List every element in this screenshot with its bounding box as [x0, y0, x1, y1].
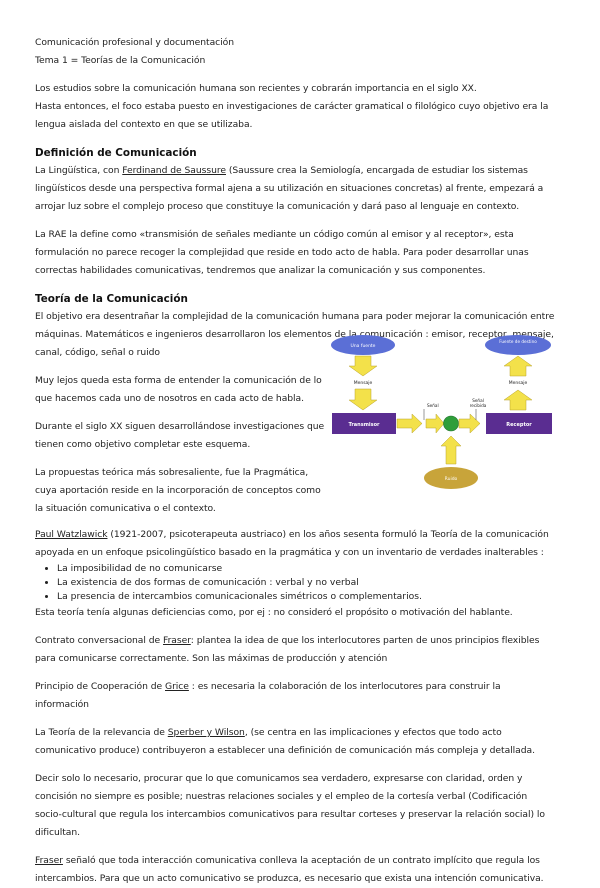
intro-line-2: Hasta entonces, el foco estaba puesto en… — [35, 101, 549, 130]
watzlawick-link[interactable]: Paul Watzlawick — [35, 529, 108, 540]
truths-list: La imposibilidad de no comunicarse La ex… — [35, 562, 555, 604]
arrow-right-icon — [458, 413, 481, 434]
list-item: La imposibilidad de no comunicarse — [57, 562, 555, 576]
fraser-post: : plantea la idea de que los interlocuto… — [35, 635, 540, 664]
left-column: canal, código, señal o ruido Muy lejos q… — [35, 344, 330, 518]
sperber-wilson-link[interactable]: Sperber y Wilson — [167, 727, 245, 738]
channel-circle — [443, 415, 459, 432]
objective-paragraph: El objetivo era desentrañar la complejid… — [35, 311, 555, 340]
topic-title: Tema 1 = Teorías de la Comunicación — [35, 55, 206, 66]
saussure-link[interactable]: Ferdinand de Saussure — [122, 165, 226, 176]
fraser-link-2[interactable]: Fraser — [35, 855, 63, 866]
saussure-pre: La Lingüística, con — [35, 165, 123, 176]
relevancia-pre: La Teoría de la relevancia de — [35, 727, 168, 738]
mensaje-right-label: Mensaje — [509, 380, 528, 386]
arrow-up-icon — [503, 389, 533, 411]
muy-lejos-paragraph: Muy lejos queda esta forma de entender l… — [35, 375, 322, 404]
arrow-down-icon — [348, 355, 378, 377]
section-heading-teoria: Teoría de la Comunicación — [35, 293, 188, 305]
grice-post: : es necesaria la colaboración de los in… — [35, 681, 501, 710]
source-oval — [331, 335, 395, 355]
receptor-label: Receptor — [506, 422, 532, 428]
receptor-box — [486, 413, 552, 434]
watzlawick-paragraph: Paul Watzlawick (1921-2007, psicoterapeu… — [35, 526, 555, 562]
grice-paragraph: Principio de Cooperación de Grice : es n… — [35, 678, 555, 714]
course-title: Comunicación profesional y documentación — [35, 37, 235, 48]
fraser-link[interactable]: Fraser — [163, 635, 191, 646]
text-and-diagram: canal, código, señal o ruido Muy lejos q… — [35, 335, 555, 518]
fraser-contrato-paragraph: Contrato conversacional de Fraser: plant… — [35, 632, 555, 668]
source-label: Una fuente — [351, 343, 376, 349]
grice-link[interactable]: Grice — [165, 681, 189, 692]
arrow-up-icon — [440, 435, 462, 465]
rae-paragraph: La RAE la define como «transmisión de se… — [35, 229, 529, 276]
transmisor-label: Transmisor — [348, 422, 380, 428]
mensaje-left-label: Mensaje — [354, 380, 373, 386]
list-item: La presencia de intercambios comunicacio… — [57, 590, 555, 604]
fraser-interaccion-post: señaló que toda interacción comunicativa… — [35, 855, 544, 884]
grice-pre: Principio de Cooperación de — [35, 681, 165, 692]
relevancia-paragraph: La Teoría de la relevancia de Sperber y … — [35, 724, 555, 760]
communication-diagram: Una fuente Fuente de destino Mensaje Men… — [331, 335, 552, 489]
watzlawick-post: (1921-2007, psicoterapeuta austriaco) en… — [35, 529, 549, 558]
intro-line-1: Los estudios sobre la comunicación human… — [35, 83, 477, 94]
transmisor-box — [332, 413, 396, 434]
arrow-down-icon — [348, 388, 378, 411]
fraser-interaccion-paragraph: Fraser señaló que toda interacción comun… — [35, 852, 555, 888]
arrow-up-icon — [503, 355, 533, 377]
deficiencias-paragraph: Esta teoría tenía algunas deficiencias c… — [35, 607, 513, 618]
ruido-oval — [424, 467, 478, 489]
document-page: Comunicación profesional y documentación… — [35, 34, 555, 888]
arrow-right-icon — [396, 413, 423, 434]
saussure-paragraph: La Lingüística, con Ferdinand de Saussur… — [35, 162, 555, 216]
saussure-post: (Saussure crea la Semiología, encargada … — [35, 165, 544, 212]
destination-oval — [485, 335, 551, 355]
list-item: La existencia de dos formas de comunicac… — [57, 576, 555, 590]
senal-label: Señal — [427, 403, 439, 408]
cortesia-paragraph: Decir solo lo necesario, procurar que lo… — [35, 773, 545, 838]
pragmatica-paragraph: La propuestas teórica más sobresaliente,… — [35, 467, 321, 514]
arrow-right-icon — [425, 413, 445, 434]
destination-label: Fuente de destino — [499, 339, 537, 344]
fraser-pre: Contrato conversacional de — [35, 635, 163, 646]
section-heading-definicion: Definición de Comunicación — [35, 147, 197, 159]
relevancia-post: , (se centra en las implicaciones y efec… — [35, 727, 535, 756]
elements-line: canal, código, señal o ruido — [35, 347, 160, 358]
siglo-xx-paragraph: Durante el siglo XX siguen desarrollándo… — [35, 421, 325, 450]
ruido-label: Ruido — [445, 476, 458, 482]
